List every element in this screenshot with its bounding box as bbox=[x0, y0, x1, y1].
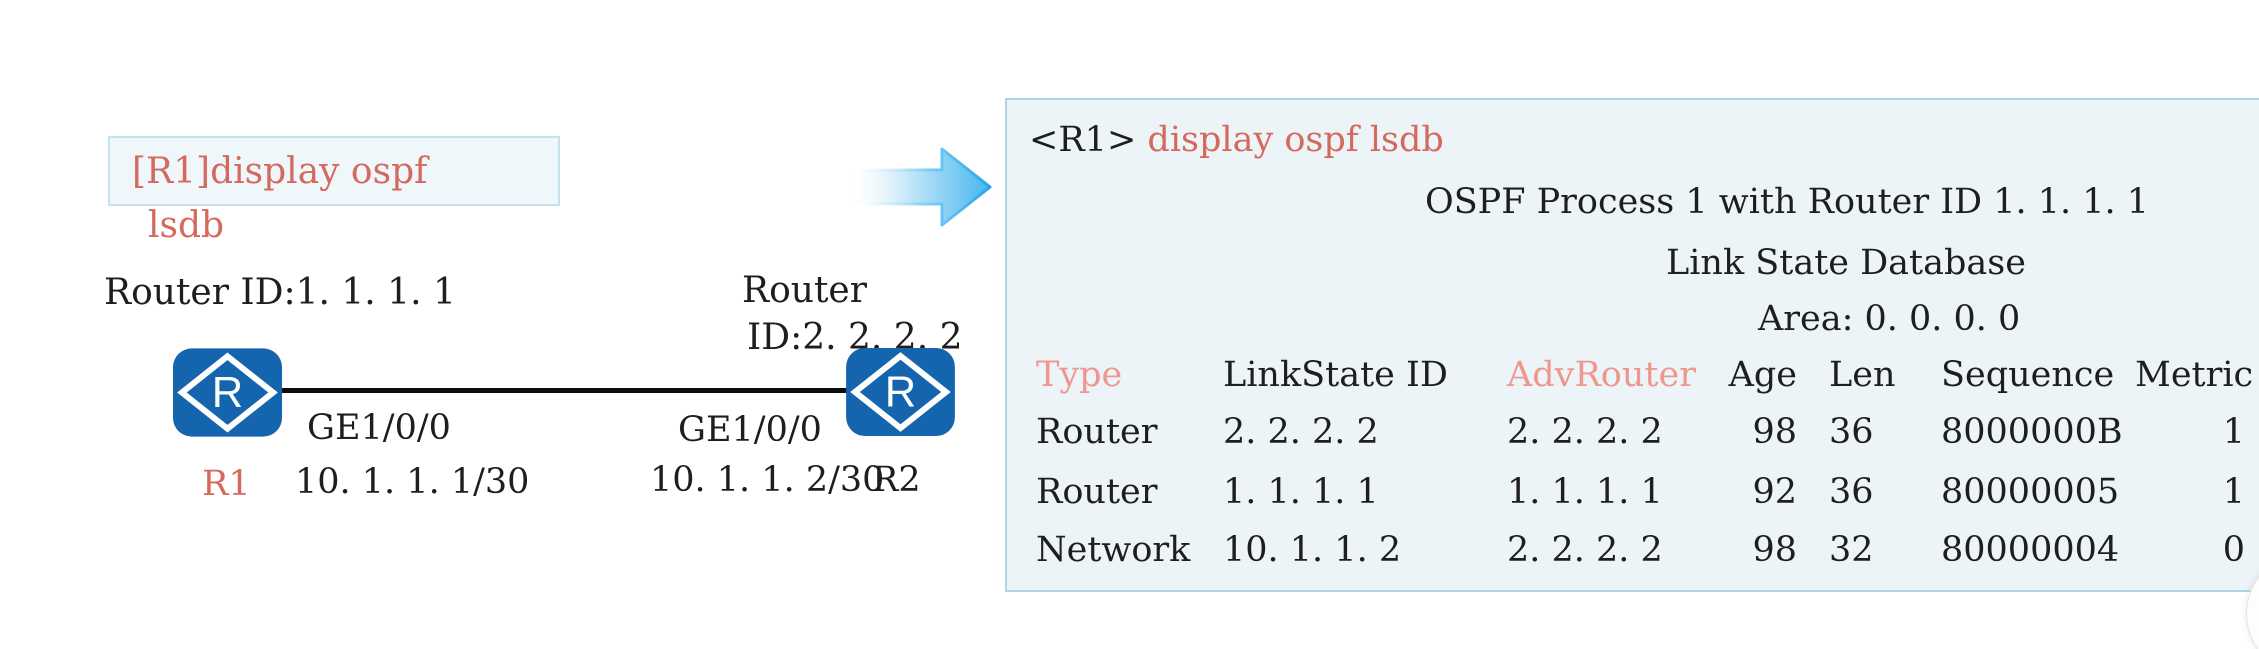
lsdb-row: Router 2. 2. 2. 2 2. 2. 2. 2 98 36 80000… bbox=[1007, 412, 2259, 456]
r1-name-label: R1 bbox=[202, 464, 251, 504]
cell-sequence: 80000004 bbox=[1941, 530, 2120, 570]
router-r1-icon: R bbox=[172, 348, 283, 437]
router-r2-icon: R bbox=[846, 347, 955, 437]
cell-advrouter: 1. 1. 1. 1 bbox=[1507, 472, 1663, 512]
cell-type: Router bbox=[1036, 472, 1158, 512]
arrow-right-icon bbox=[845, 147, 992, 227]
cell-len: 32 bbox=[1829, 530, 1874, 570]
cell-sequence: 80000005 bbox=[1941, 472, 2120, 512]
cell-metric: 0 bbox=[2222, 530, 2245, 570]
r2-ip-label: 10. 1. 1. 2/30 bbox=[650, 460, 885, 500]
command-callout-line2: lsdb bbox=[148, 205, 225, 246]
cell-type: Network bbox=[1036, 530, 1191, 570]
cell-len: 36 bbox=[1829, 412, 1874, 452]
cell-len: 36 bbox=[1829, 472, 1874, 512]
cell-linkstate-id: 2. 2. 2. 2 bbox=[1223, 412, 1379, 452]
lsdb-row: Router 1. 1. 1. 1 1. 1. 1. 1 92 36 80000… bbox=[1007, 472, 2259, 516]
cell-linkstate-id: 1. 1. 1. 1 bbox=[1223, 472, 1379, 512]
r2-router-id-label-line1: Router bbox=[742, 270, 867, 311]
cell-advrouter: 2. 2. 2. 2 bbox=[1507, 412, 1663, 452]
terminal-prompt: <R1> bbox=[1029, 120, 1137, 160]
header-advrouter: AdvRouter bbox=[1507, 355, 1696, 395]
header-type: Type bbox=[1036, 355, 1123, 395]
cell-type: Router bbox=[1036, 412, 1158, 452]
r1-ip-label: 10. 1. 1. 1/30 bbox=[295, 462, 530, 502]
cell-sequence: 8000000B bbox=[1941, 412, 2123, 452]
header-age: Age bbox=[1728, 355, 1797, 395]
cell-metric: 1 bbox=[2222, 472, 2245, 512]
header-metric: Metric bbox=[2135, 355, 2254, 395]
terminal-output-panel: <R1> display ospf lsdb OSPF Process 1 wi… bbox=[1005, 98, 2259, 592]
command-callout-line1: [R1]display ospf bbox=[132, 150, 428, 192]
cell-age: 92 bbox=[1752, 472, 1797, 512]
svg-text:R: R bbox=[885, 368, 916, 416]
r1-interface-label: GE1/0/0 bbox=[307, 408, 451, 448]
header-len: Len bbox=[1829, 355, 1896, 395]
cell-linkstate-id: 10. 1. 1. 2 bbox=[1223, 530, 1402, 570]
link-line bbox=[278, 388, 853, 393]
header-linkstate-id: LinkState ID bbox=[1223, 355, 1448, 395]
r1-router-id-label: Router ID:1. 1. 1. 1 bbox=[104, 272, 456, 313]
area-line: Area: 0. 0. 0. 0 bbox=[1758, 299, 2021, 339]
cell-age: 98 bbox=[1752, 412, 1797, 452]
ospf-process-line: OSPF Process 1 with Router ID 1. 1. 1. 1 bbox=[1425, 182, 2150, 222]
cell-age: 98 bbox=[1752, 530, 1797, 570]
command-callout-box: [R1]display ospf bbox=[108, 136, 560, 206]
cell-advrouter: 2. 2. 2. 2 bbox=[1507, 530, 1663, 570]
lsdb-table-header: Type LinkState ID AdvRouter Age Len Sequ… bbox=[1007, 355, 2259, 399]
terminal-command: display ospf lsdb bbox=[1147, 120, 1444, 160]
svg-text:R: R bbox=[212, 369, 243, 417]
r2-name-label: R2 bbox=[872, 460, 921, 500]
lsdb-row: Network 10. 1. 1. 2 2. 2. 2. 2 98 32 800… bbox=[1007, 530, 2259, 574]
link-state-database-line: Link State Database bbox=[1666, 243, 2026, 283]
header-sequence: Sequence bbox=[1941, 355, 2115, 395]
terminal-prompt-line: <R1> display ospf lsdb bbox=[1029, 120, 1444, 160]
r2-interface-label: GE1/0/0 bbox=[678, 410, 822, 450]
cell-metric: 1 bbox=[2222, 412, 2245, 452]
